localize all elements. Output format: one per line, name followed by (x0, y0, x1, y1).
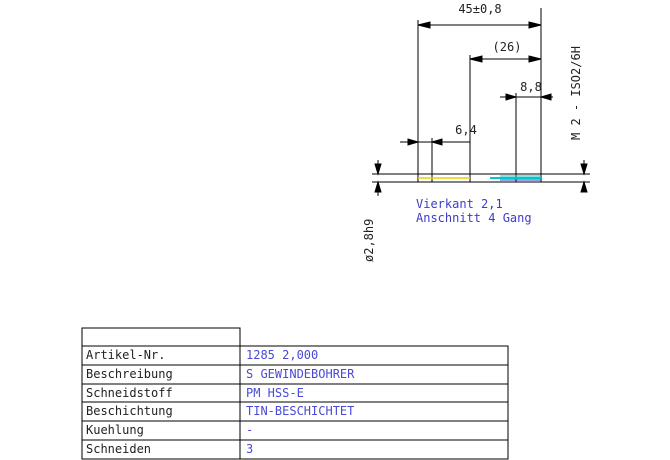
table-value-article-no: 1285 2,000 (246, 348, 318, 362)
note-square: Vierkant 2,1 (416, 197, 503, 211)
tap-tool-body (372, 173, 590, 183)
dimension-thread-spec-label: M 2 - ISO2/6H (569, 46, 583, 140)
table-label-article-no: Artikel-Nr. (86, 348, 165, 362)
table-label-description: Beschreibung (86, 367, 173, 381)
dimension-thread-section (469, 55, 542, 178)
dimension-shank-end-label: 8,8 (520, 80, 542, 94)
table-row: Schneidstoff PM HSS-E (86, 386, 304, 400)
table-row: Beschichtung TIN-BESCHICHTET (86, 404, 354, 418)
table-label-cutting-edges: Schneiden (86, 442, 151, 456)
table-label-cutting-material: Schneidstoff (86, 386, 173, 400)
dimension-total-length-label: 45±0,8 (458, 2, 501, 16)
dimension-shank-diameter (374, 160, 382, 196)
table-value-cutting-edges: 3 (246, 442, 253, 456)
table-row: Artikel-Nr. 1285 2,000 (86, 348, 318, 362)
table-value-description: S GEWINDEBOHRER (246, 367, 355, 381)
table-row: Beschreibung S GEWINDEBOHRER (86, 367, 355, 381)
dimension-shank-diameter-label: ø2,8h9 (362, 219, 376, 262)
table-value-coating: TIN-BESCHICHTET (246, 404, 354, 418)
dimension-total-length (417, 8, 542, 182)
table-label-cooling: Kuehlung (86, 423, 144, 437)
note-chamfer: Anschnitt 4 Gang (416, 211, 532, 225)
table-value-cutting-material: PM HSS-E (246, 386, 304, 400)
thread-highlight (418, 175, 541, 181)
table-value-cooling: - (246, 423, 253, 437)
table-row: Schneiden 3 (86, 442, 253, 456)
table-label-coating: Beschichtung (86, 404, 173, 418)
title-block (81, 327, 509, 460)
dimension-flute-label: 6,4 (455, 123, 477, 137)
dimension-shank-end (500, 93, 553, 178)
table-row: Kuehlung - (86, 423, 253, 437)
dimension-flute (400, 138, 470, 182)
dimension-thread-spec (580, 160, 588, 193)
dimension-thread-section-label: (26) (493, 40, 522, 54)
